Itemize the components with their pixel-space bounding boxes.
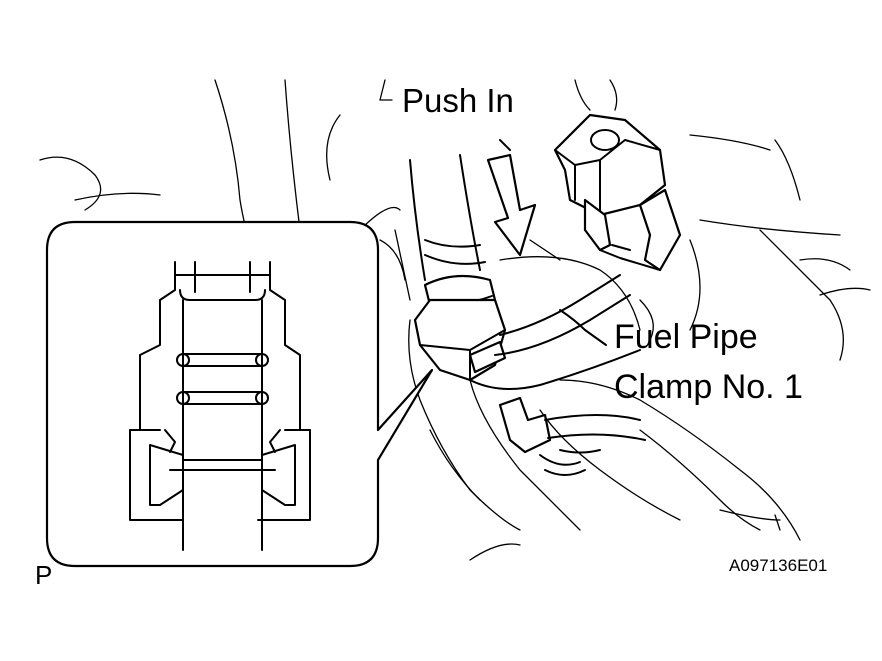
background-sketch [39,79,871,561]
clamp-label-line2: Clamp No. 1 [614,368,803,406]
marker-label: P [35,560,53,590]
lower-bracket [498,396,646,476]
fuel-pipe [469,274,641,390]
illustration-code: A097136E01 [729,556,828,575]
magnified-detail-callout [45,220,434,568]
fuel-pipe-clamp [553,113,682,272]
down-arrow-icon [486,139,537,257]
push-in-label: Push In [402,82,514,119]
clamp-leader-line [584,329,607,346]
quick-connector [413,274,507,382]
fuel-hose [409,154,486,281]
clamp-label-line1: Fuel Pipe [614,318,758,356]
